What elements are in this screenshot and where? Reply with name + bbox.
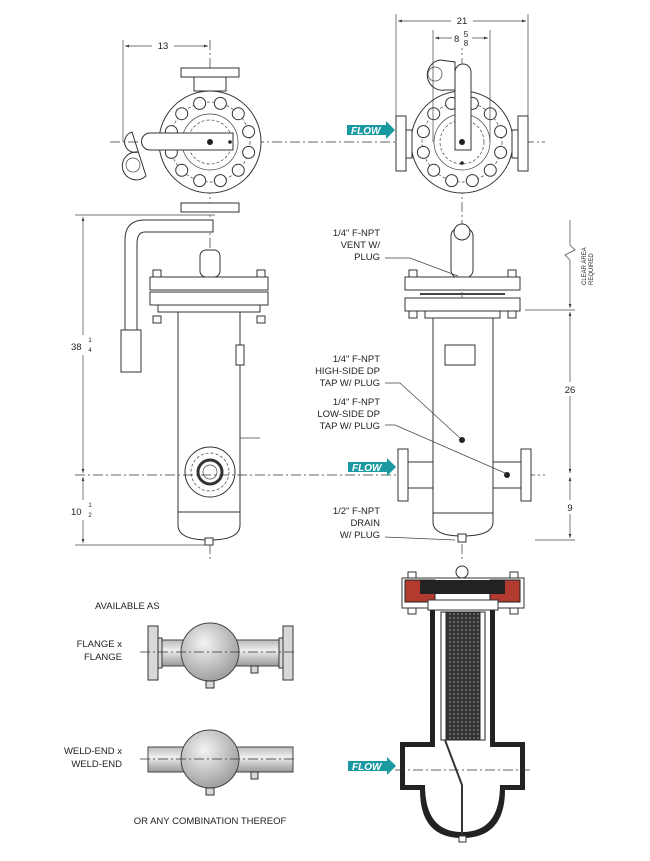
- bolt-icon: [242, 125, 256, 139]
- bolt-icon: [231, 163, 245, 177]
- bolt-icon: [213, 96, 227, 110]
- vent-callout: VENT W/: [341, 240, 381, 251]
- flange-option-label: FLANGE x: [77, 639, 123, 650]
- flow-arrow-top: FLOW: [347, 121, 395, 139]
- weld-option-label: WELD-END: [71, 759, 122, 770]
- nameplate: [444, 344, 476, 366]
- bolt-icon: [175, 163, 189, 177]
- bolt-icon: [175, 107, 189, 121]
- weld-option-label: WELD-END x: [64, 746, 122, 757]
- dim-overall-height: 38: [71, 342, 82, 353]
- dim-body-height: 26: [565, 385, 576, 396]
- callouts: 1/4" F-NPT VENT W/ PLUG 1/4" F-NPT HIGH-…: [315, 228, 380, 541]
- dim-fraction-den: 8: [464, 39, 469, 48]
- dim-inlet-height: 10: [71, 507, 82, 518]
- flow-label: FLOW: [352, 762, 383, 773]
- dim-fraction-num: 5: [464, 30, 469, 39]
- dim-fraction-num: 1: [88, 503, 92, 509]
- dim-fraction-den: 2: [88, 513, 92, 519]
- center-port-icon: [207, 139, 213, 145]
- high-side-callout: HIGH-SIDE DP: [315, 366, 380, 377]
- high-side-tap-icon: [459, 437, 465, 443]
- high-side-callout: 1/4" F-NPT: [333, 354, 380, 365]
- bolt-icon: [416, 145, 430, 159]
- cutaway-section: [395, 565, 530, 843]
- dim-fraction-num: 1: [88, 338, 92, 344]
- bolt-icon: [427, 107, 441, 121]
- flow-label: FLOW: [351, 126, 382, 137]
- vent-callout: 1/4" F-NPT: [333, 228, 380, 239]
- low-side-callout: 1/4" F-NPT: [333, 397, 380, 408]
- options-heading: AVAILABLE AS: [95, 601, 160, 612]
- side-elevation: 38 1 4 10 1 2: [70, 214, 545, 546]
- plan-view-left: 13: [110, 40, 545, 560]
- bolt-icon: [231, 107, 245, 121]
- bolt-icon: [465, 174, 479, 188]
- end-connection-options: AVAILABLE AS FLANGE x FLANGE WELD-END x …: [64, 601, 295, 827]
- flow-label: FLOW: [352, 463, 383, 474]
- flow-arrow-bottom: FLOW: [348, 757, 396, 775]
- flow-arrow-middle: FLOW: [348, 458, 396, 476]
- dim-plan-left-width: 13: [158, 41, 169, 52]
- plan-view-right: 21 8 5 8: [395, 14, 529, 560]
- bolt-circle-left: [164, 96, 256, 188]
- low-side-tap-icon: [504, 472, 510, 478]
- bolt-icon: [427, 163, 441, 177]
- bolt-icon: [445, 174, 459, 188]
- bolt-icon: [213, 174, 227, 188]
- clear-area-label: REQUIRED: [589, 253, 595, 285]
- flange-option-label: FLANGE: [84, 652, 122, 663]
- drain-callout: DRAIN: [350, 518, 380, 529]
- clear-area-label: CLEAR AREA: [582, 247, 588, 285]
- low-side-callout: LOW-SIDE DP: [317, 409, 380, 420]
- low-side-callout: TAP W/ PLUG: [320, 421, 380, 432]
- bolt-icon: [483, 163, 497, 177]
- dim-plan-right-width: 21: [457, 16, 468, 27]
- drain-callout: 1/2" F-NPT: [333, 506, 380, 517]
- dim-plan-right-inner-whole: 8: [454, 34, 459, 45]
- bolt-icon: [242, 145, 256, 159]
- vent-callout: PLUG: [354, 252, 380, 263]
- front-elevation: 26 9 CLEAR AREA REQUIRED: [384, 220, 595, 543]
- options-footer: OR ANY COMBINATION THEREOF: [134, 816, 287, 827]
- bolt-icon: [193, 174, 207, 188]
- bolt-icon: [494, 145, 508, 159]
- dim-fraction-den: 4: [88, 348, 92, 354]
- bolt-icon: [494, 125, 508, 139]
- high-side-callout: TAP W/ PLUG: [320, 378, 380, 389]
- dim-outlet-height: 9: [567, 503, 572, 514]
- bolt-icon: [193, 96, 207, 110]
- bolt-icon: [416, 125, 430, 139]
- drain-callout: W/ PLUG: [340, 530, 380, 541]
